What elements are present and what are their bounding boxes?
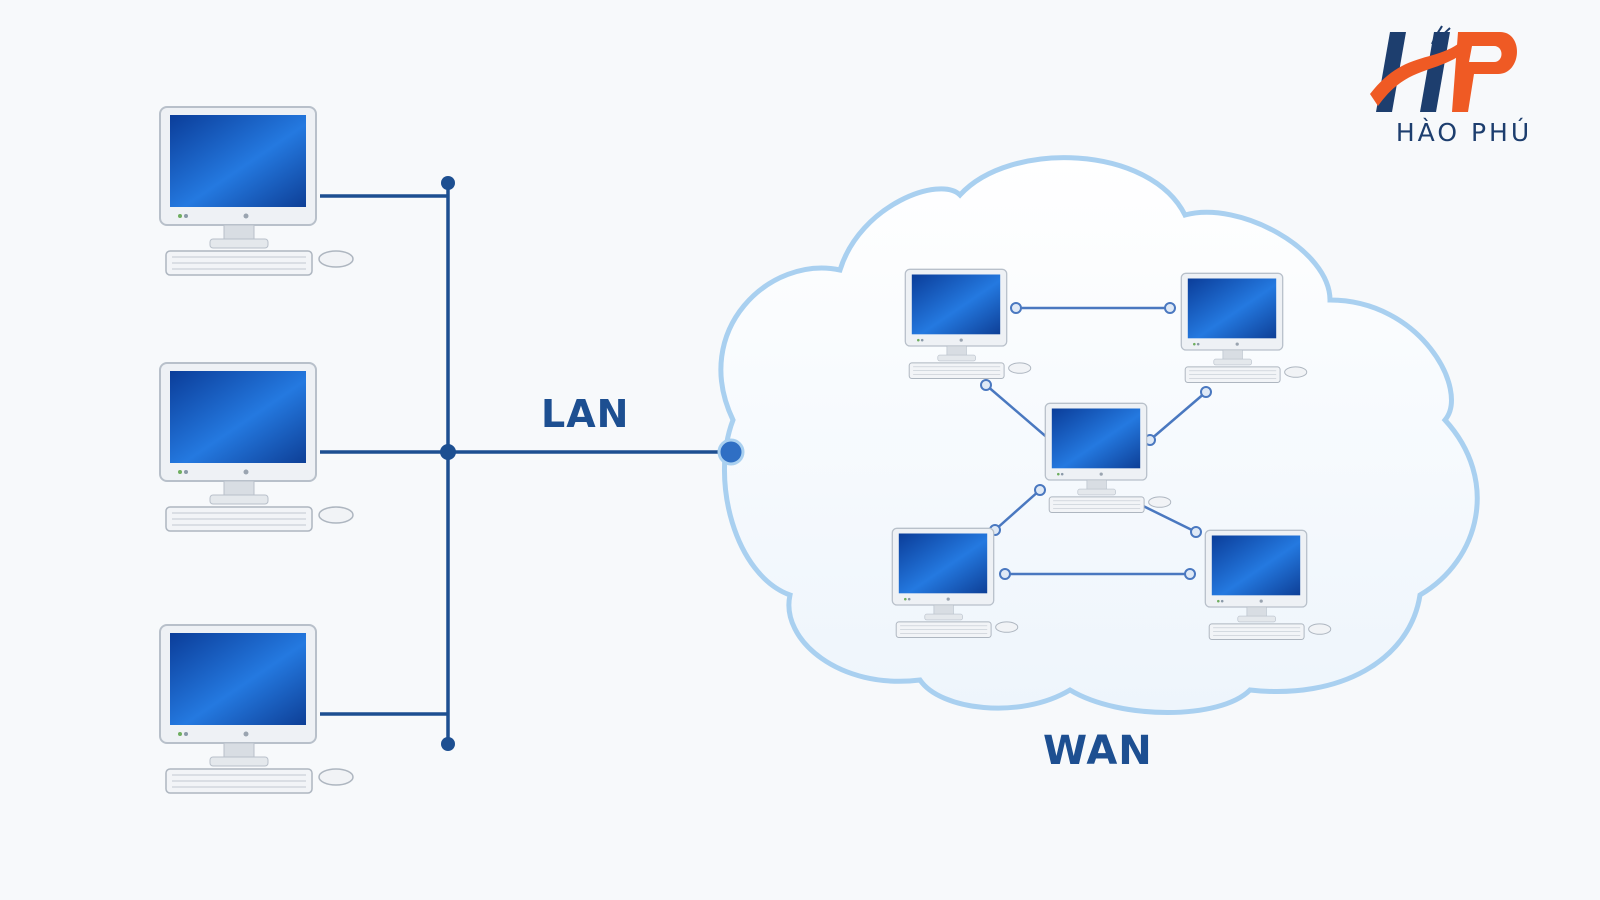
logo-text: HÀO PHÚ	[1395, 118, 1533, 147]
wan-nodes	[980, 302, 1212, 580]
connection-node-icon	[717, 438, 745, 466]
lan-links	[320, 184, 730, 744]
connection-node-icon	[1184, 568, 1196, 580]
connection-node-icon	[1200, 386, 1212, 398]
connection-node-icon	[1034, 484, 1046, 496]
desktop-computer-icon	[159, 106, 354, 276]
connection-node-icon	[440, 444, 456, 460]
wan-label: WAN	[1043, 728, 1153, 774]
connection-node-icon	[999, 568, 1011, 580]
connection-node-icon	[1190, 526, 1202, 538]
hao-phu-logo	[1370, 25, 1518, 112]
connection-node-icon	[441, 737, 455, 751]
connection-node-icon	[1010, 302, 1022, 314]
connection-node-icon	[1164, 302, 1176, 314]
lan-label: LAN	[541, 392, 630, 436]
desktop-computer-icon	[159, 362, 354, 532]
wan-links	[985, 306, 1207, 576]
connection-node-icon	[980, 379, 992, 391]
desktop-computer-icon	[159, 624, 354, 794]
connection-node-icon	[441, 176, 455, 190]
